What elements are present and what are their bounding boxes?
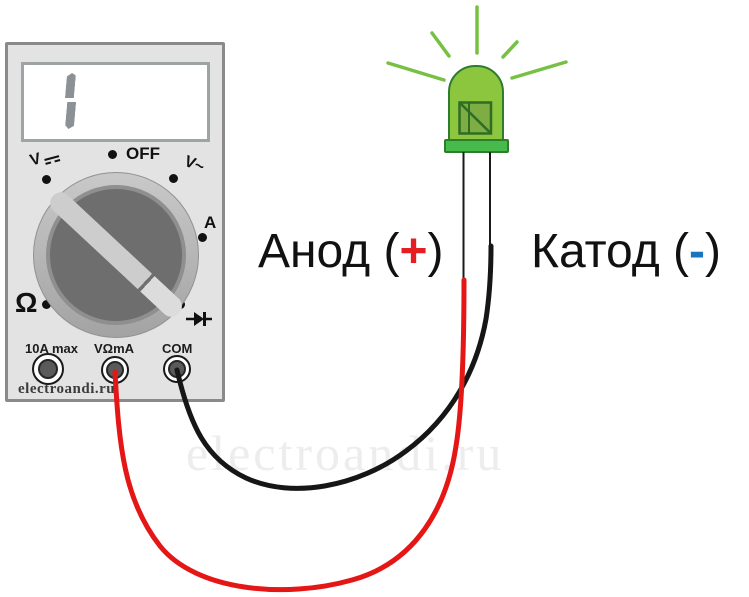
- led-chip-icon: [458, 101, 493, 135]
- dial-label-dc-volts: V: [28, 146, 60, 171]
- dial-label-ohms: Ω: [15, 287, 38, 318]
- display-digit-1-segment: [65, 73, 76, 98]
- brand-text: electroandi.ru: [18, 381, 116, 397]
- jack-label-10a: 10A max: [25, 341, 78, 356]
- dc-symbol-icon: [43, 155, 60, 165]
- display-digit-1-segment: [65, 102, 76, 129]
- dial-position-dot: [108, 150, 117, 159]
- dial-label-amps: A: [204, 213, 217, 232]
- dial-label-ac-volts: V~: [181, 152, 207, 177]
- watermark: electroandi.ru: [186, 425, 505, 481]
- anode-close-paren: ): [427, 225, 444, 278]
- jack-hole: [168, 360, 186, 378]
- jack-hole: [38, 359, 58, 379]
- multimeter: V OFF V~ A Ω 10A max VΩmA COM electroand…: [5, 42, 225, 402]
- led-glow-rays-icon: [386, 5, 568, 82]
- anode-label: Анод (+): [258, 224, 444, 279]
- diode-test-icon: [186, 312, 212, 326]
- dial-position-dot: [42, 300, 51, 309]
- dial-label-off: OFF: [126, 144, 160, 163]
- plus-sign: +: [399, 225, 428, 278]
- jack-label-com: COM: [162, 341, 193, 356]
- jack-10a: [32, 353, 64, 385]
- jack-com: [163, 355, 191, 383]
- dc-volts-letter: V: [28, 150, 43, 170]
- dial-position-dot: [198, 233, 207, 242]
- jack-label-vohm: VΩmA: [94, 341, 135, 356]
- jack-vohm-ma: [101, 356, 129, 384]
- cathode-label: Катод (-): [531, 224, 721, 279]
- led-body: [448, 65, 504, 141]
- multimeter-display: [21, 62, 210, 142]
- cathode-text: Катод (: [531, 225, 690, 278]
- minus-sign: -: [689, 225, 705, 278]
- dial-position-dot: [169, 174, 178, 183]
- jack-hole: [106, 361, 124, 379]
- cathode-close-paren: ): [705, 225, 721, 278]
- dial-position-dot: [42, 175, 51, 184]
- anode-text: Анод (: [258, 225, 400, 278]
- led-flange: [444, 139, 509, 153]
